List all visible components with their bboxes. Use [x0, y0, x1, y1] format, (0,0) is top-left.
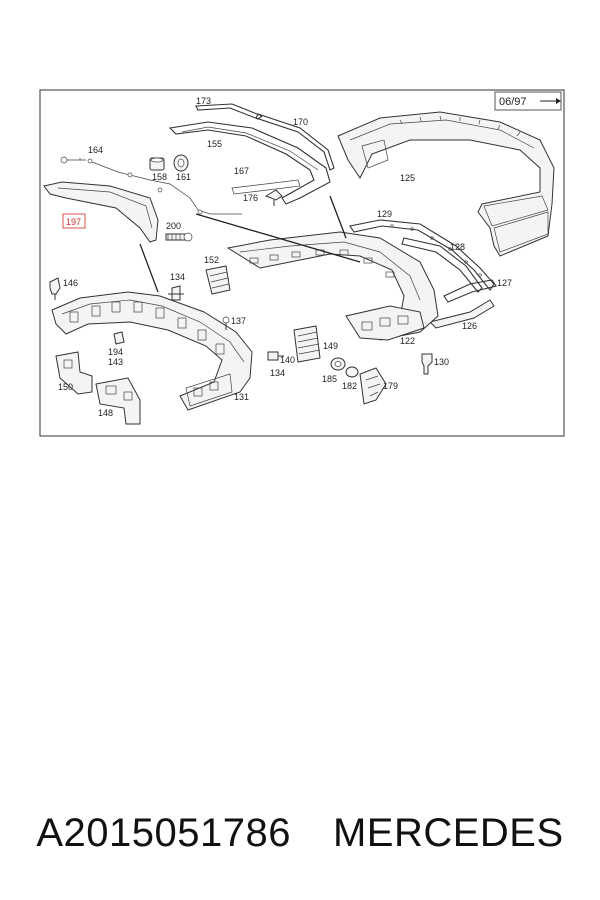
part-176-clip	[264, 189, 283, 206]
part-155-trim	[168, 121, 331, 205]
label-134: 134	[170, 272, 185, 282]
part-130-clip	[421, 353, 433, 375]
part-140-bolt	[267, 351, 284, 361]
label-170: 170	[293, 117, 308, 127]
part-179-bracket	[359, 367, 387, 405]
part-197-trim	[43, 181, 159, 243]
part-134-bracket	[168, 285, 184, 301]
parts-diagram: 06/97	[39, 89, 565, 437]
leader-lines	[139, 195, 361, 293]
callout-labels: 173 170 155 164 158 161 125 167 176 197 …	[58, 96, 512, 418]
date-tag: 06/97	[494, 91, 562, 111]
label-131: 131	[234, 392, 249, 402]
part-149-reflector	[293, 325, 321, 363]
part-148-bracket	[95, 377, 141, 425]
label-122: 122	[400, 336, 415, 346]
part-125-bumper	[337, 111, 555, 257]
part-122-carrier	[226, 231, 439, 341]
part-146-clip	[49, 277, 61, 300]
product-caption: A2015051786 MERCEDES	[0, 798, 600, 868]
part-150-bracket	[55, 351, 93, 395]
label-125: 125	[400, 173, 415, 183]
label-140: 140	[280, 355, 295, 365]
label-149: 149	[323, 341, 338, 351]
label-126: 126	[462, 321, 477, 331]
label-182: 182	[342, 381, 357, 391]
part-185-nut	[330, 357, 346, 371]
part-200-bolt	[165, 232, 193, 242]
part-number: A2015051786	[36, 810, 291, 855]
part-129-seal	[349, 219, 495, 291]
label-185: 185	[322, 374, 337, 384]
highlight-box-197	[62, 213, 86, 229]
label-152: 152	[204, 255, 219, 265]
label-158: 158	[152, 172, 167, 182]
label-176: 176	[243, 193, 258, 203]
part-152-reflector	[205, 265, 231, 295]
label-146: 146	[63, 278, 78, 288]
part-128-seal	[401, 237, 483, 293]
label-173: 173	[196, 96, 211, 106]
part-158-grommet	[149, 157, 165, 171]
label-129: 129	[377, 209, 392, 219]
label-167: 167	[234, 166, 249, 176]
part-170-seal	[255, 113, 335, 171]
part-194-clip	[113, 331, 125, 345]
part-126-strip	[429, 299, 495, 329]
part-167-rod	[231, 179, 301, 195]
label-179: 179	[383, 381, 398, 391]
part-182-cap	[345, 366, 359, 378]
label-130: 130	[434, 357, 449, 367]
label-164: 164	[88, 145, 103, 155]
label-155: 155	[207, 139, 222, 149]
label-161: 161	[176, 172, 191, 182]
label-128: 128	[450, 242, 465, 252]
label-137: 137	[231, 316, 246, 326]
part-161-cap	[173, 154, 189, 172]
label-194: 194	[108, 347, 123, 357]
part-137-screw	[222, 316, 230, 330]
label-150: 150	[58, 382, 73, 392]
brand-name: MERCEDES	[332, 810, 564, 855]
label-200: 200	[166, 221, 181, 231]
date-tag-text: 06/97	[499, 96, 527, 108]
label-143: 143	[108, 357, 123, 367]
arrow-right-icon	[556, 98, 561, 104]
label-197: 197	[66, 217, 81, 227]
label-134b: 134	[270, 368, 285, 378]
part-131-bumper	[51, 291, 253, 411]
part-127-strip	[443, 279, 497, 303]
label-127: 127	[497, 278, 512, 288]
label-148: 148	[98, 408, 113, 418]
part-164-harness	[60, 156, 242, 215]
